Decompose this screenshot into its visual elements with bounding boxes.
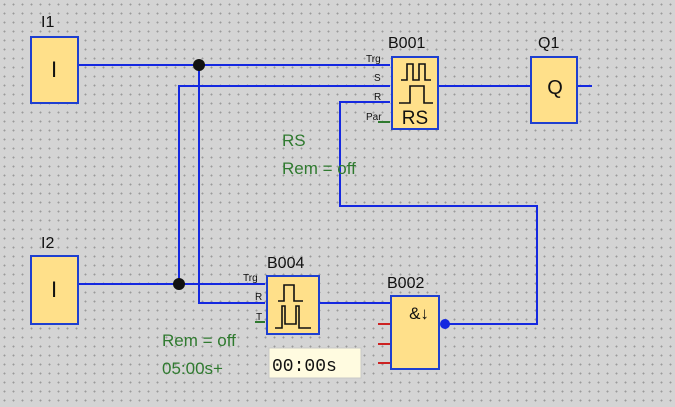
block-b004-timer-icon [275, 305, 311, 329]
block-b002[interactable]: B002 &↓ [387, 275, 440, 370]
block-b001-pin-s: S [374, 73, 381, 84]
block-i2-name: I2 [41, 235, 54, 252]
b001-type-annotation: RS [282, 131, 306, 150]
block-i1-symbol: I [51, 57, 57, 82]
block-b001-pin-par: Par [366, 112, 382, 123]
block-b004-name: B004 [267, 255, 304, 272]
block-b001-pin-r: R [374, 92, 381, 103]
block-b004[interactable]: B004 Trg R T [243, 255, 320, 335]
block-q1-symbol: Q [547, 77, 563, 99]
b004-rem-annotation: Rem = off [162, 331, 236, 350]
wire-b002-to-b001-r[interactable] [339, 101, 538, 325]
block-b002-name: B002 [387, 275, 424, 292]
block-i2[interactable]: I2 I [30, 235, 79, 325]
negation-dot-b002 [440, 319, 450, 329]
block-b001-step-icon [399, 85, 433, 104]
junction-dot-1 [193, 59, 205, 71]
block-b004-pulse-icon [278, 284, 303, 302]
block-q1-name: Q1 [538, 35, 559, 52]
block-i2-symbol: I [51, 277, 57, 302]
block-i1[interactable]: I1 I [30, 14, 79, 104]
block-b001-name: B001 [388, 35, 425, 52]
junction-dot-2 [173, 278, 185, 290]
wire-junction2-to-b001-s[interactable] [178, 85, 390, 284]
wires [79, 64, 592, 325]
block-b001-symbol: RS [402, 108, 428, 129]
timer-display-value: 00:00s [272, 357, 337, 377]
block-b004-pin-trg: Trg [243, 273, 258, 284]
block-b004-pin-r: R [255, 292, 262, 303]
b002-unconnected-pins [378, 323, 390, 364]
wire-junction1-to-b004-r[interactable] [198, 65, 265, 304]
block-b001[interactable]: B001 RS Trg S R Par [366, 35, 439, 130]
block-b001-pin-trg: Trg [366, 54, 381, 65]
block-q1[interactable]: Q1 Q [530, 35, 578, 124]
block-b002-symbol: &↓ [409, 304, 429, 323]
block-b001-pulse-icon [401, 63, 431, 81]
block-b004-pin-t: T [256, 312, 262, 323]
b004-time-annotation: 05:00s+ [162, 359, 223, 378]
b001-rem-annotation: Rem = off [282, 159, 356, 178]
block-i1-name: I1 [41, 14, 54, 31]
timer-display: 00:00s [268, 347, 362, 379]
